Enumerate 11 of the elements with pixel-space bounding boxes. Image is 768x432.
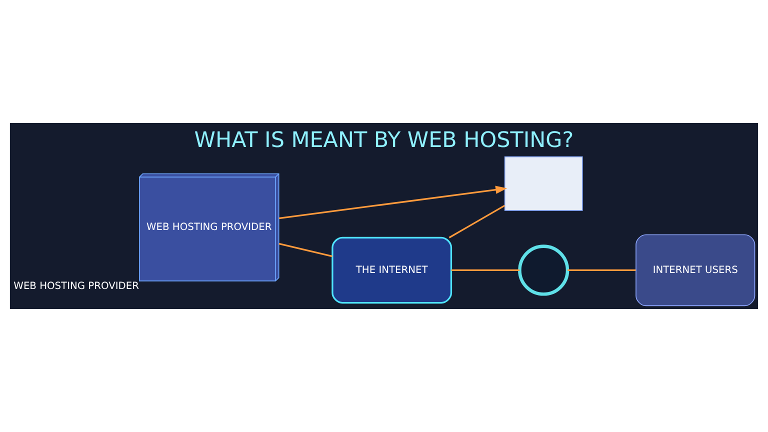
node-circle (518, 244, 570, 296)
connector (448, 204, 506, 238)
node-box (504, 156, 583, 211)
node-label: WEB HOSTING PROVIDER (14, 280, 139, 292)
node-box: INTERNET USERS (636, 234, 756, 306)
connector (278, 242, 332, 258)
connector (568, 269, 636, 272)
diagram-title: WHAT IS MEANT BY WEB HOSTING? (194, 128, 574, 153)
node-box: THE INTERNET (332, 236, 452, 304)
arrow (278, 186, 508, 220)
connector (451, 269, 520, 272)
